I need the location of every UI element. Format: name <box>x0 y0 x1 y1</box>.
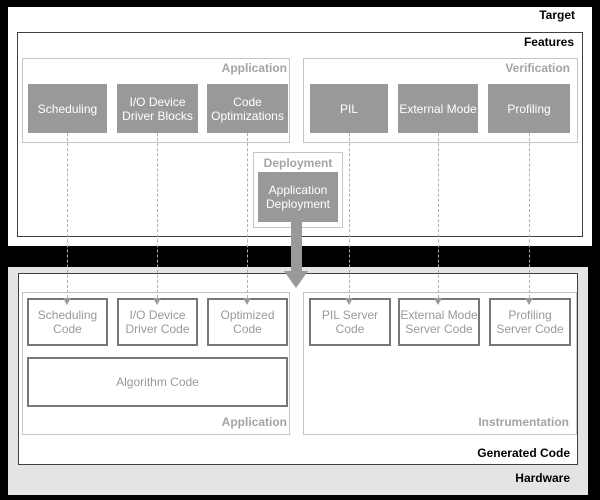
profiling-block-label: Profiling <box>507 101 551 116</box>
scheduling-block: Scheduling <box>28 84 107 133</box>
application-code-group-label: Application <box>221 415 287 429</box>
deployment-arrow-stem <box>291 221 302 272</box>
dashed-connector-scheduling <box>67 133 68 298</box>
external-mode-block: External Mode <box>398 84 478 133</box>
application-deployment-label: Application Deployment <box>265 183 331 211</box>
dashed-connector-external-mode <box>438 133 439 298</box>
pil-server-code-label: PIL Server Code <box>321 308 379 336</box>
profiling-server-code-box: Profiling Server Code <box>489 298 571 346</box>
algorithm-code-box: Algorithm Code <box>27 357 288 407</box>
external-mode-server-code-label: External Mode Server Code <box>400 308 478 336</box>
deployment-arrow-head <box>284 271 308 288</box>
instrumentation-group-label: Instrumentation <box>478 415 569 429</box>
scheduling-code-label: Scheduling Code <box>37 308 98 336</box>
dashed-connector-pil <box>349 133 350 298</box>
connector-arrowhead-code-optimizations <box>243 298 251 305</box>
profiling-server-code-label: Profiling Server Code <box>496 308 564 336</box>
connector-arrowhead-io-device <box>153 298 161 305</box>
deployment-group-label: Deployment <box>263 156 333 170</box>
dashed-connector-io-device <box>157 133 158 298</box>
optimized-code-label: Optimized Code <box>220 308 275 336</box>
profiling-block: Profiling <box>488 84 570 133</box>
connector-arrowhead-scheduling <box>63 298 71 305</box>
io-device-driver-blocks-label: I/O Device Driver Blocks <box>122 94 193 123</box>
io-device-driver-blocks-block: I/O Device Driver Blocks <box>117 84 198 133</box>
algorithm-code-label: Algorithm Code <box>116 375 199 389</box>
code-optimizations-block: Code Optimizations <box>207 84 288 133</box>
dashed-connector-profiling <box>529 133 530 298</box>
application-features-group <box>22 58 290 143</box>
dashed-connector-code-optimizations <box>247 133 248 298</box>
io-device-driver-code-box: I/O Device Driver Code <box>117 298 198 346</box>
application-code-group <box>22 292 290 435</box>
external-mode-server-code-box: External Mode Server Code <box>398 298 480 346</box>
verification-group <box>303 58 578 143</box>
scheduling-code-box: Scheduling Code <box>27 298 108 346</box>
application-features-group-label: Application <box>221 61 287 75</box>
optimized-code-box: Optimized Code <box>207 298 288 346</box>
connector-arrowhead-profiling <box>525 298 533 305</box>
generated-code-label: Generated Code <box>477 446 570 460</box>
scheduling-block-label: Scheduling <box>37 101 98 116</box>
features-label: Features <box>523 35 574 49</box>
pil-server-code-box: PIL Server Code <box>309 298 391 346</box>
connector-arrowhead-external-mode <box>434 298 442 305</box>
pil-block: PIL <box>310 84 388 133</box>
code-optimizations-label: Code Optimizations <box>211 94 284 123</box>
instrumentation-group <box>303 292 577 435</box>
application-deployment-block: Application Deployment <box>258 172 338 222</box>
external-mode-block-label: External Mode <box>399 101 477 116</box>
pil-block-label: PIL <box>339 101 358 116</box>
connector-arrowhead-pil <box>345 298 353 305</box>
verification-group-label: Verification <box>505 61 570 75</box>
target-label: Target <box>539 8 575 22</box>
io-device-driver-code-label: I/O Device Driver Code <box>125 308 190 336</box>
hardware-label: Hardware <box>515 471 570 485</box>
